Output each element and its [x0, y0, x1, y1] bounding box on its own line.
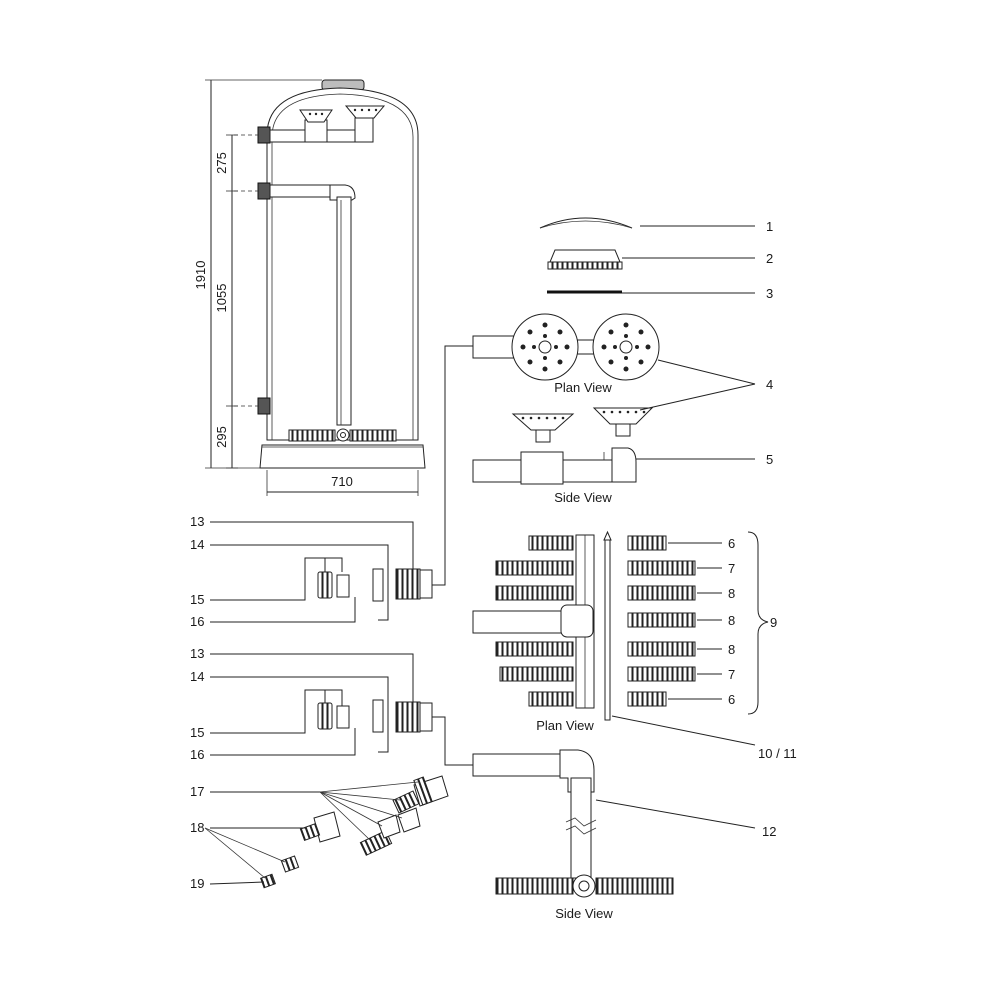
- callout-3: 3: [766, 286, 773, 301]
- dim-lower-spacing: 295: [214, 426, 229, 448]
- vessel-top-distributor: [269, 105, 386, 143]
- callout-4: 4: [766, 377, 773, 392]
- callout-14b: 14: [190, 669, 204, 684]
- middle-bulkhead: [234, 182, 271, 200]
- fittings-17: [359, 775, 449, 856]
- callout-6a: 6: [728, 536, 735, 551]
- callout-5: 5: [766, 452, 773, 467]
- callout-16a: 16: [190, 614, 204, 629]
- callout-15b: 15: [190, 725, 204, 740]
- callout-2: 2: [766, 251, 773, 266]
- vessel-base: [259, 444, 426, 469]
- leader-lines: [204, 225, 756, 885]
- vessel-bottom-laterals: [288, 428, 397, 442]
- callout-10-11: 10 / 11: [758, 746, 797, 761]
- callout-8c: 8: [728, 642, 735, 657]
- dim-overall-height: 1910: [193, 261, 208, 290]
- filter-vessel: [234, 79, 426, 469]
- caption-plan-view-lateral: Plan View: [536, 718, 594, 733]
- part-lid: [547, 249, 623, 270]
- part-cover: [539, 217, 633, 229]
- fittings-18-19: [260, 811, 341, 889]
- callout-8a: 8: [728, 586, 735, 601]
- callout-13b: 13: [190, 646, 204, 661]
- dim-diameter: 710: [331, 474, 353, 489]
- dim-middle-spacing: 1055: [214, 284, 229, 313]
- callout-1: 1: [766, 219, 773, 234]
- lower-bulkhead: [234, 397, 271, 415]
- callout-18: 18: [190, 820, 204, 835]
- distributor-plan-view: [472, 313, 660, 381]
- upper-bulkhead: [234, 126, 271, 144]
- callout-15a: 15: [190, 592, 204, 607]
- dim-upper-spacing: 275: [214, 152, 229, 174]
- distributor-side-view: [472, 407, 654, 485]
- callout-12: 12: [762, 824, 776, 839]
- caption-side-view-top: Side View: [554, 490, 612, 505]
- bracket-9: [747, 531, 769, 715]
- callout-9: 9: [770, 615, 777, 630]
- callout-7b: 7: [728, 667, 735, 682]
- bulkhead-set-upper: [317, 568, 433, 602]
- dimension-lines: [205, 79, 419, 496]
- callout-19: 19: [190, 876, 204, 891]
- caption-side-view-bottom: Side View: [555, 906, 613, 921]
- bulkhead-set-lower: [317, 699, 433, 733]
- callout-7a: 7: [728, 561, 735, 576]
- center-pipe-side-view: [472, 749, 674, 898]
- callout-16b: 16: [190, 747, 204, 762]
- caption-plan-view-top: Plan View: [554, 380, 612, 395]
- callout-13a: 13: [190, 514, 204, 529]
- vessel-center-pipe: [269, 184, 356, 426]
- lateral-assembly-plan-view: [472, 530, 696, 721]
- callout-17: 17: [190, 784, 204, 799]
- callout-6b: 6: [728, 692, 735, 707]
- callout-14a: 14: [190, 537, 204, 552]
- callout-8b: 8: [728, 613, 735, 628]
